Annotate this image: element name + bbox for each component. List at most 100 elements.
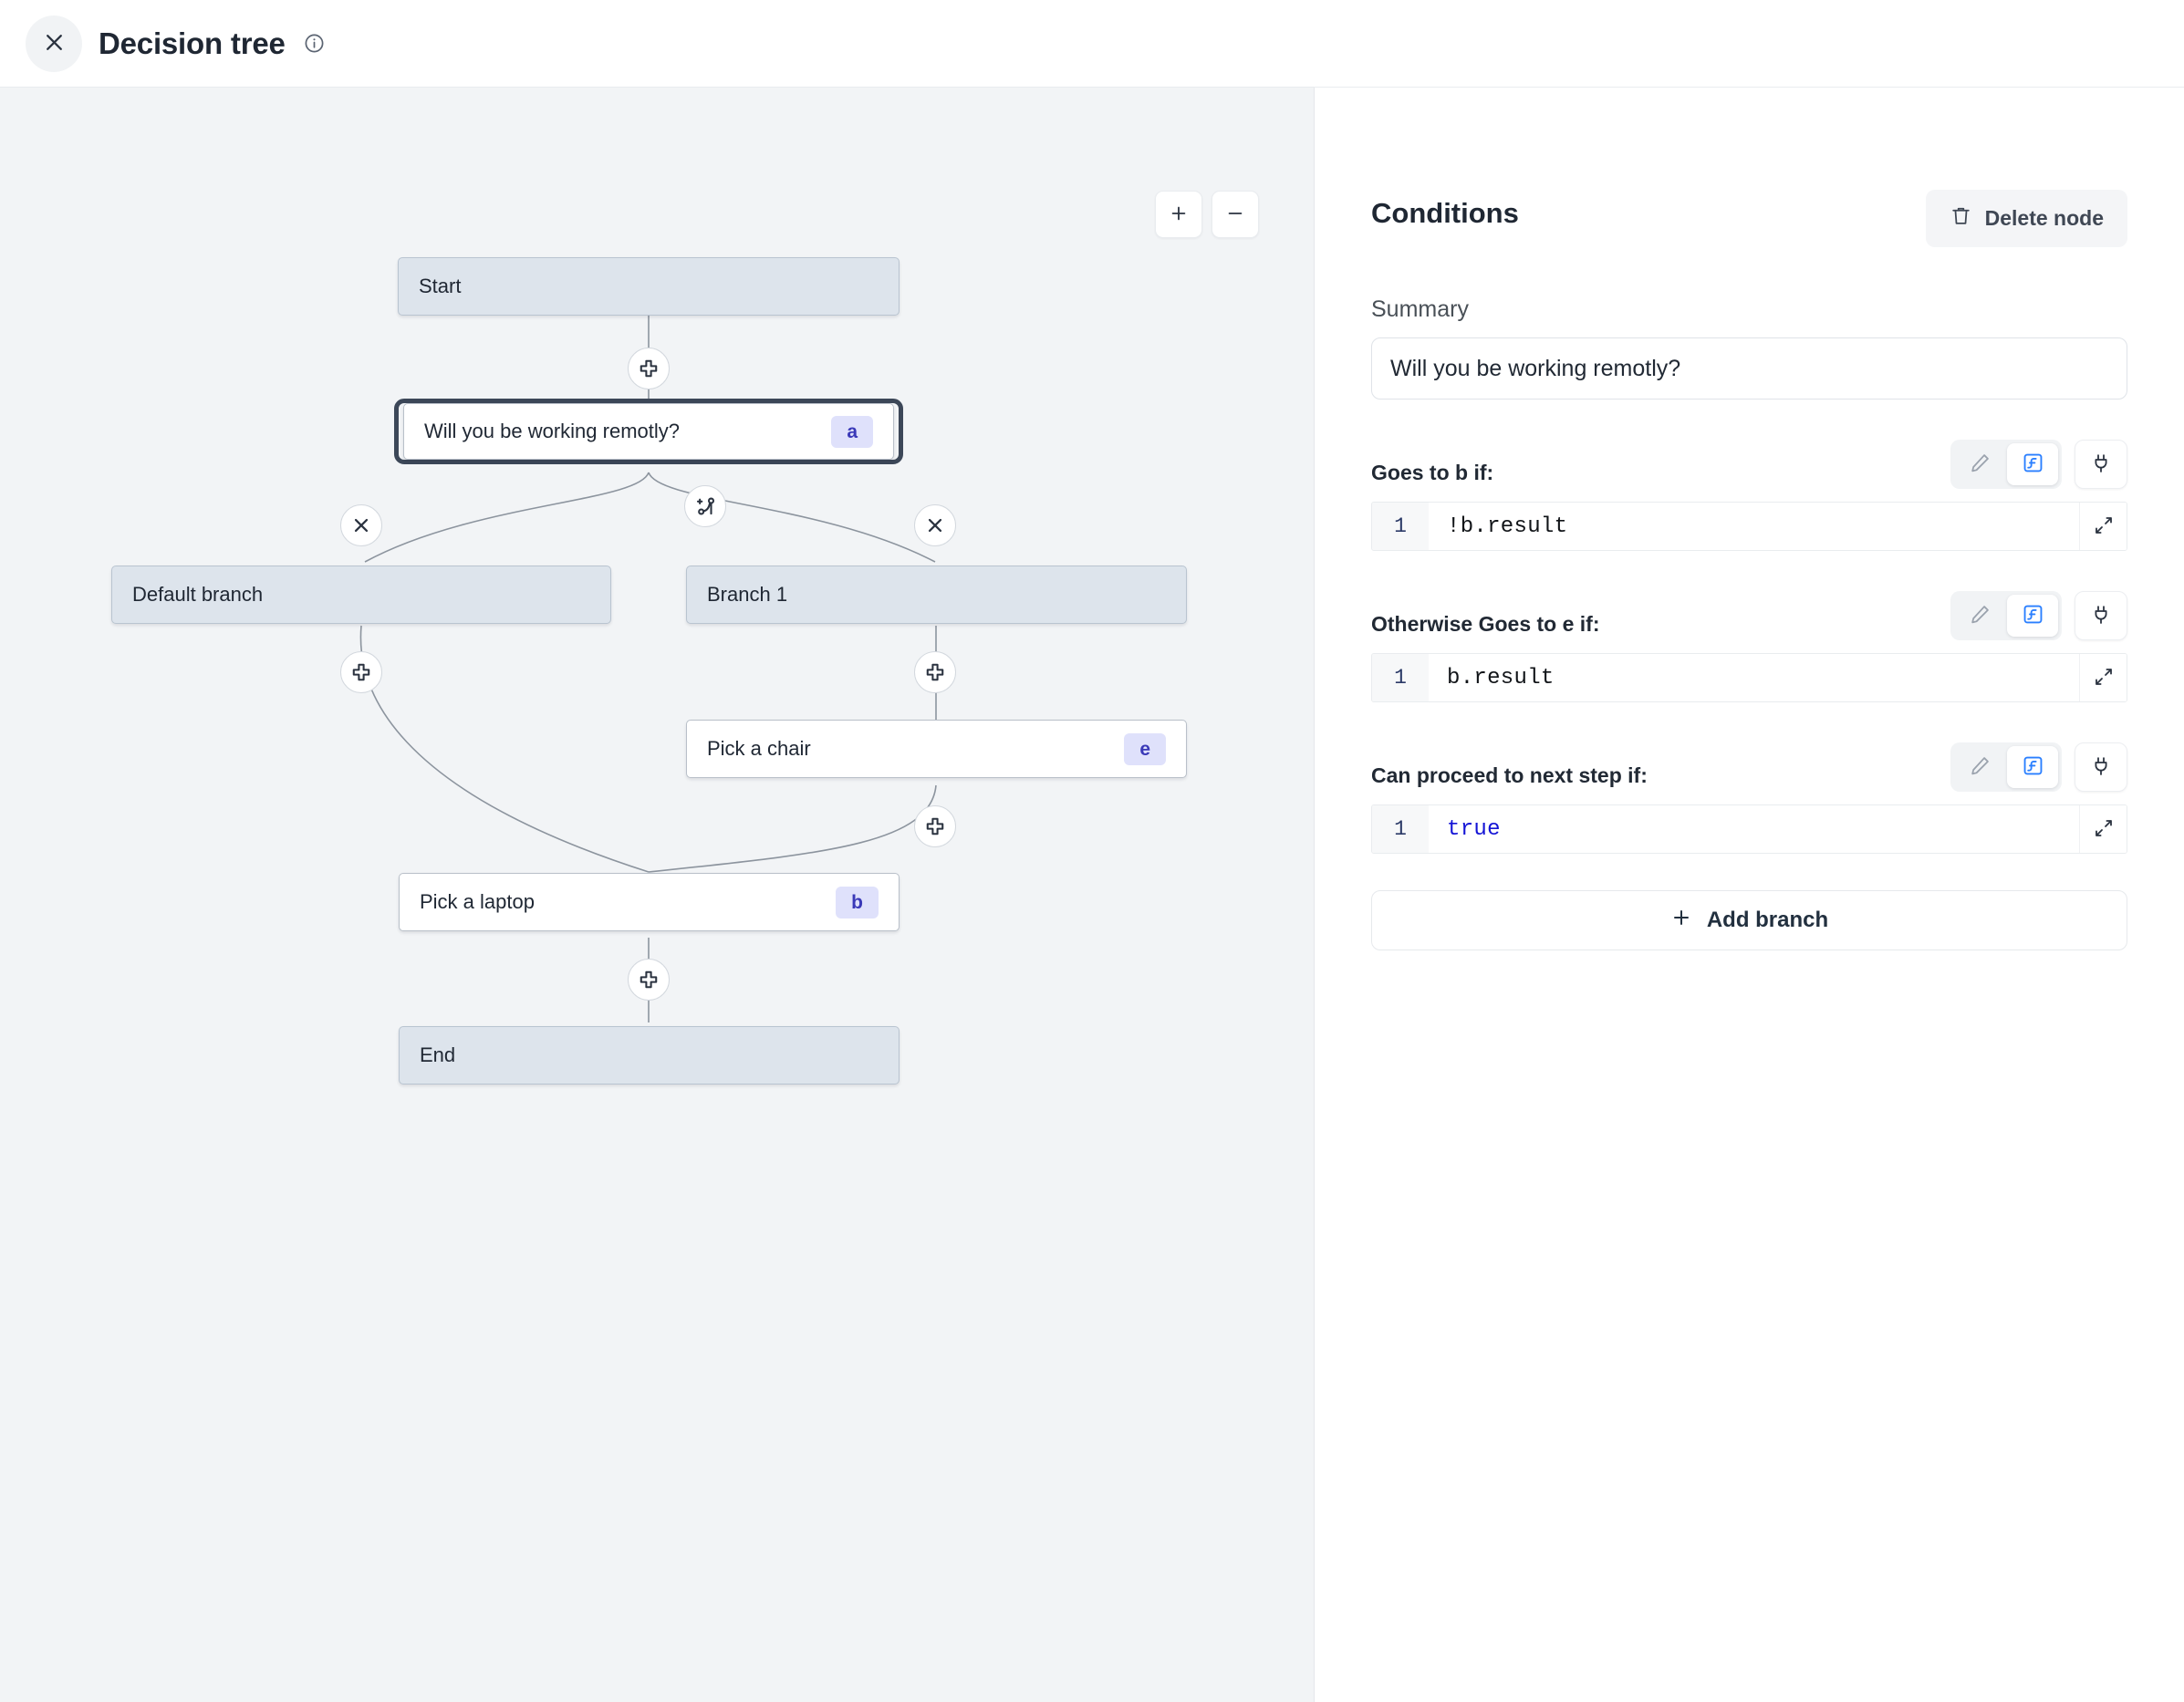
info-icon[interactable]: [302, 33, 325, 54]
zoom-in-button[interactable]: [1155, 191, 1202, 238]
plug-icon: [2090, 604, 2112, 628]
add-step-icon: [637, 968, 660, 991]
add-step-handle-default-branch[interactable]: [340, 651, 382, 693]
node-badge: e: [1124, 732, 1166, 765]
remove-branch-icon: [349, 514, 373, 537]
close-icon: [43, 31, 66, 57]
plus-icon: [1670, 907, 1692, 935]
pencil-mode-button[interactable]: [1954, 443, 2005, 485]
add-step-handle-chair[interactable]: [914, 805, 956, 847]
add-branch-handle[interactable]: [684, 485, 726, 527]
pencil-mode-button[interactable]: [1954, 746, 2005, 788]
pencil-icon: [1969, 754, 1992, 780]
expand-editor-button[interactable]: [2079, 805, 2127, 853]
add-branch-button[interactable]: Add branch: [1371, 890, 2127, 950]
connect-button[interactable]: [2075, 440, 2127, 489]
node-pick-a-chair[interactable]: Pick a chair e: [686, 720, 1187, 778]
remove-branch-handle-left[interactable]: [340, 504, 382, 546]
node-badge: a: [831, 415, 873, 448]
connect-button[interactable]: [2075, 742, 2127, 792]
node-pick-a-laptop[interactable]: Pick a laptop b: [399, 873, 900, 931]
trash-icon: [1950, 204, 1972, 233]
expand-icon: [2093, 817, 2115, 842]
condition-header: Can proceed to next step if:: [1371, 742, 2127, 792]
node-end[interactable]: End: [399, 1026, 900, 1085]
condition-header: Goes to b if:: [1371, 440, 2127, 489]
node-default-branch[interactable]: Default branch: [111, 566, 611, 624]
delete-node-label: Delete node: [1984, 206, 2104, 230]
node-label: End: [420, 1043, 456, 1066]
node-badge: b: [836, 886, 879, 918]
node-label: Default branch: [132, 583, 264, 606]
add-branch-label: Add branch: [1706, 908, 1829, 932]
condition-block-can-proceed: Can proceed to next step if:: [1371, 742, 2127, 854]
condition-mode-tools: [1950, 591, 2127, 640]
remove-branch-handle-right[interactable]: [914, 504, 956, 546]
pencil-mode-button[interactable]: [1954, 595, 2005, 637]
expression-mode-button[interactable]: [2007, 746, 2058, 788]
plus-icon: [1169, 203, 1189, 226]
condition-label: Can proceed to next step if:: [1371, 763, 1648, 787]
mode-toggle-group: [1950, 591, 2062, 640]
condition-mode-tools: [1950, 742, 2127, 792]
line-number: 1: [1372, 654, 1429, 701]
node-label: Branch 1: [707, 583, 788, 606]
code-text[interactable]: !b.result: [1447, 514, 1568, 539]
node-branch-1[interactable]: Branch 1: [686, 566, 1187, 624]
zoom-out-button[interactable]: [1212, 191, 1259, 238]
expand-icon: [2093, 514, 2115, 539]
add-branch-icon: [693, 494, 717, 518]
add-step-handle-branch-1[interactable]: [914, 651, 956, 693]
add-step-icon: [637, 357, 660, 380]
add-step-icon: [349, 660, 373, 684]
graph-layer: Start Will you be working remotly? a: [0, 88, 1314, 1702]
line-number: 1: [1372, 805, 1429, 853]
code-editor[interactable]: 1 true: [1371, 804, 2127, 854]
minus-icon: [1225, 203, 1245, 226]
page-title: Decision tree: [99, 26, 286, 60]
node-label: Pick a chair: [707, 737, 811, 760]
plug-icon: [2090, 452, 2112, 477]
summary-input[interactable]: [1371, 337, 2127, 400]
code-text[interactable]: true: [1447, 816, 1501, 842]
zoom-controls: [1155, 191, 1259, 238]
expand-editor-button[interactable]: [2079, 503, 2127, 550]
mode-toggle-group: [1950, 440, 2062, 489]
condition-block-goes-to-b: Goes to b if:: [1371, 440, 2127, 551]
node-question[interactable]: Will you be working remotly? a: [403, 403, 894, 460]
app-header: Decision tree: [0, 0, 2184, 88]
condition-header: Otherwise Goes to e if:: [1371, 591, 2127, 640]
panel-header: Conditions Delete node: [1371, 190, 2127, 247]
node-label: Pick a laptop: [420, 890, 535, 913]
add-step-icon: [923, 815, 947, 838]
connect-button[interactable]: [2075, 591, 2127, 640]
conditions-panel: Conditions Delete node Summary Goes to b…: [1315, 88, 2184, 1702]
add-step-handle-laptop[interactable]: [628, 959, 670, 1001]
condition-block-goes-to-e: Otherwise Goes to e if:: [1371, 591, 2127, 702]
panel-title: Conditions: [1371, 197, 1519, 229]
function-icon: [2022, 451, 2044, 477]
expand-icon: [2093, 666, 2115, 690]
remove-branch-icon: [923, 514, 947, 537]
add-step-handle-start[interactable]: [628, 348, 670, 389]
node-label: Start: [419, 275, 462, 297]
function-icon: [2022, 754, 2044, 780]
node-start[interactable]: Start: [398, 257, 900, 316]
pencil-icon: [1969, 603, 1992, 628]
line-number: 1: [1372, 503, 1429, 550]
expression-mode-button[interactable]: [2007, 595, 2058, 637]
mode-toggle-group: [1950, 742, 2062, 792]
expand-editor-button[interactable]: [2079, 654, 2127, 701]
code-text[interactable]: b.result: [1447, 665, 1555, 690]
condition-label: Otherwise Goes to e if:: [1371, 612, 1600, 636]
flow-canvas[interactable]: Start Will you be working remotly? a: [0, 88, 1315, 1702]
delete-node-button[interactable]: Delete node: [1925, 190, 2127, 247]
code-editor[interactable]: 1 !b.result: [1371, 502, 2127, 551]
expression-mode-button[interactable]: [2007, 443, 2058, 485]
function-icon: [2022, 603, 2044, 628]
close-button[interactable]: [26, 15, 82, 72]
add-step-icon: [923, 660, 947, 684]
condition-mode-tools: [1950, 440, 2127, 489]
condition-label: Goes to b if:: [1371, 461, 1494, 484]
code-editor[interactable]: 1 b.result: [1371, 653, 2127, 702]
